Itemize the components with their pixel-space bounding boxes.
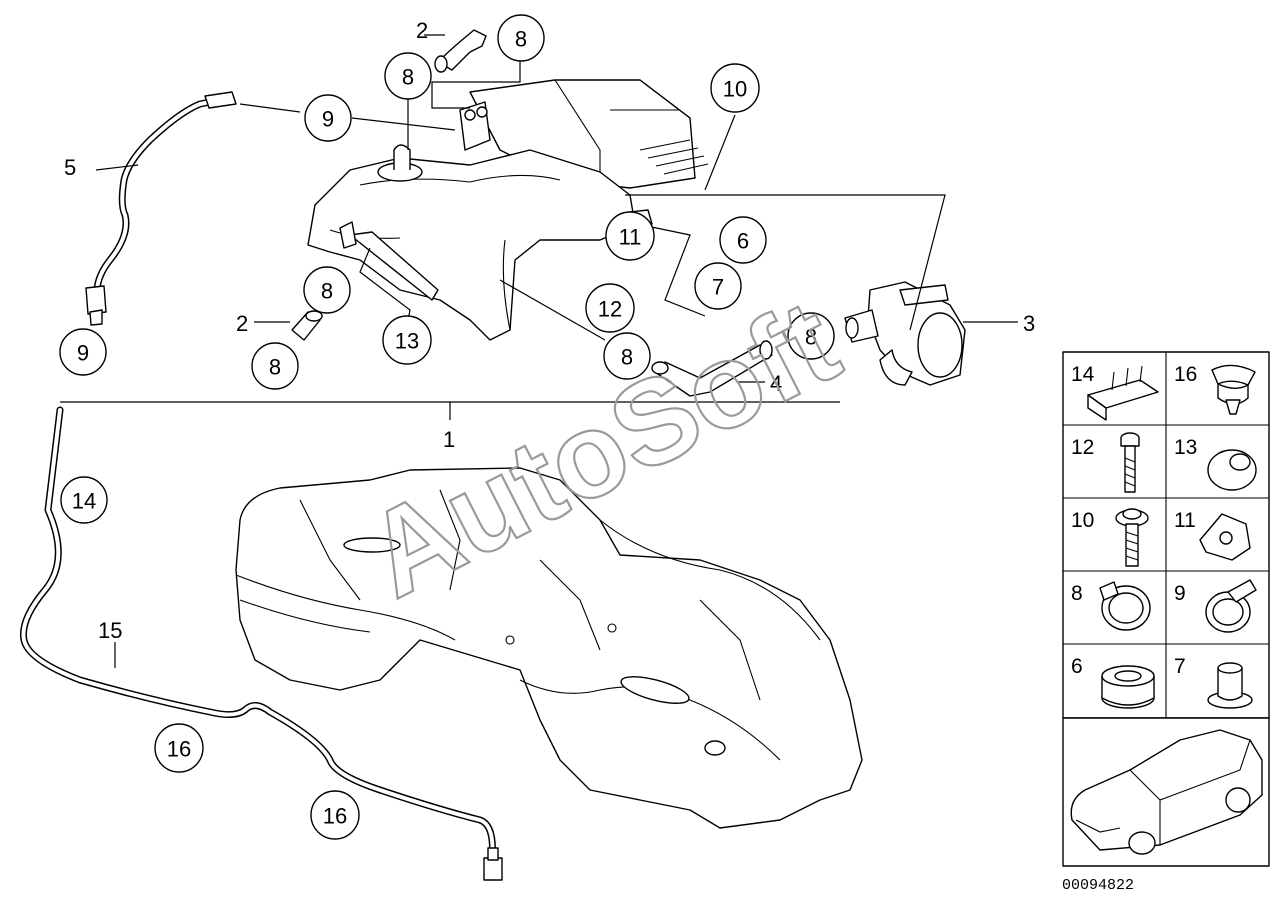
panel-num-11: 11 (1174, 509, 1196, 532)
callout-6: 6 (719, 216, 767, 264)
callout-label: 9 (77, 341, 89, 366)
panel-num-16: 16 (1174, 363, 1197, 386)
callout-16a: 16 (154, 723, 204, 773)
label-15: 15 (98, 618, 122, 643)
callout-8b: 8 (384, 52, 432, 100)
cable-holder-icon (1087, 365, 1159, 421)
panel-num-6: 6 (1071, 655, 1083, 678)
label-5: 5 (64, 155, 76, 180)
bushing-icon (1207, 662, 1253, 709)
callout-label: 13 (395, 329, 419, 354)
callout-9a: 9 (304, 94, 352, 142)
callout-11: 11 (605, 211, 655, 261)
callout-7: 7 (694, 262, 742, 310)
callout-12: 12 (585, 283, 635, 333)
callout-label: 8 (321, 279, 333, 304)
screw-icon (1120, 432, 1140, 493)
callout-8e: 8 (603, 332, 651, 380)
panel-num-13: 13 (1174, 436, 1197, 459)
panel-num-14: 14 (1071, 363, 1095, 386)
panel-num-10: 10 (1071, 509, 1094, 532)
grommet-icon (1207, 449, 1257, 491)
callout-label: 8 (621, 345, 633, 370)
callout-9b: 9 (59, 328, 107, 376)
callout-label: 12 (598, 297, 622, 322)
callout-8c: 8 (303, 266, 351, 314)
label-1: 1 (443, 427, 455, 452)
fuel-line-long (19, 406, 503, 881)
callout-10: 10 (710, 63, 760, 113)
callout-label: 7 (712, 275, 724, 300)
hose-piece-lower (291, 310, 323, 341)
diagram-code: 00094822 (1062, 877, 1134, 894)
callout-16b: 16 (310, 790, 360, 840)
callout-label: 6 (737, 229, 749, 254)
label-2-lower: 2 (236, 311, 248, 336)
callout-label: 10 (723, 77, 747, 102)
parts-panel: 14 16 12 13 10 (1062, 351, 1270, 867)
callout-label: 14 (72, 489, 96, 514)
label-2-upper: 2 (416, 18, 428, 43)
screw-clamp-icon (1205, 579, 1257, 633)
label-3: 3 (1023, 311, 1035, 336)
label-4: 4 (770, 371, 782, 396)
clip-icon (1211, 364, 1256, 415)
hose-clamp-icon (1099, 581, 1151, 631)
callout-label: 8 (269, 355, 281, 380)
callout-label: 9 (322, 107, 334, 132)
spring-nut-icon (1199, 513, 1251, 561)
panel-num-8: 8 (1071, 582, 1083, 605)
bolt-washer-icon (1115, 508, 1149, 567)
panel-num-7: 7 (1174, 655, 1186, 678)
callout-label: 16 (323, 804, 347, 829)
hose-piece-upper (434, 29, 487, 73)
callout-13: 13 (382, 315, 432, 365)
panel-num-9: 9 (1174, 582, 1186, 605)
callout-label: 11 (619, 225, 642, 250)
callout-8a: 8 (497, 14, 545, 62)
car-thumbnail-icon (1070, 729, 1263, 855)
callout-8f: 8 (787, 312, 835, 360)
ring-icon (1101, 665, 1155, 709)
callout-label: 8 (402, 65, 414, 90)
leader-lines (60, 34, 1018, 668)
hose-angled (651, 340, 773, 397)
vent-line (85, 91, 237, 326)
callout-14: 14 (60, 476, 108, 524)
callout-label: 8 (805, 325, 817, 350)
callout-8d: 8 (251, 342, 299, 390)
purge-valve (844, 281, 966, 386)
fuel-tank (235, 467, 863, 829)
panel-num-12: 12 (1071, 436, 1094, 459)
callout-label: 16 (167, 737, 191, 762)
tank-connector-hose (339, 221, 439, 301)
callout-label: 8 (515, 27, 527, 52)
